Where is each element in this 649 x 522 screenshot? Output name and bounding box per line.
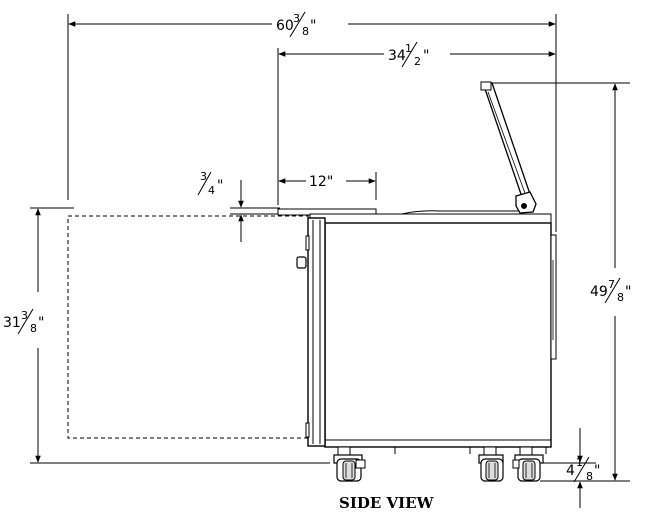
cabinet	[277, 208, 557, 454]
svg-text:1: 1	[405, 42, 412, 55]
dim-caster-height: 4 1 8 "	[566, 456, 600, 483]
svg-text:": "	[594, 463, 600, 479]
dim-door-swing: 31 3 8 "	[3, 308, 44, 335]
svg-text:49: 49	[590, 284, 608, 300]
dim-open-height: 49 7 8 "	[590, 277, 631, 304]
svg-text:8: 8	[302, 25, 309, 38]
cabinet-top	[309, 213, 552, 224]
svg-text:": "	[38, 315, 44, 331]
rear-panel	[550, 234, 557, 360]
caster-middle	[478, 446, 504, 482]
svg-text:3: 3	[200, 170, 207, 183]
dim-cutting-board: 12"	[309, 174, 333, 190]
view-title: SIDE VIEW	[339, 494, 435, 512]
dim-board-thickness: 3 4 "	[197, 170, 223, 197]
svg-text:34: 34	[388, 48, 406, 64]
svg-text:": "	[625, 284, 631, 300]
open-lid	[480, 81, 537, 214]
dimension-lines	[35, 21, 618, 508]
svg-text:3: 3	[293, 12, 300, 25]
caster-rear	[512, 446, 544, 482]
door-swing-outline	[67, 215, 309, 439]
svg-text:3: 3	[21, 309, 28, 322]
svg-text:": "	[217, 178, 223, 194]
svg-text:4: 4	[208, 184, 215, 197]
door	[307, 217, 326, 447]
casters	[333, 446, 544, 482]
svg-text:2: 2	[414, 55, 421, 68]
svg-text:60: 60	[276, 18, 294, 34]
svg-text:4: 4	[566, 463, 575, 479]
svg-text:8: 8	[30, 322, 37, 335]
dim-lid-depth: 34 1 2 "	[388, 41, 429, 68]
dim-overall-depth: 60 3 8 "	[276, 11, 316, 38]
door-handle	[296, 256, 307, 269]
pan-rail	[401, 210, 520, 215]
extension-lines	[30, 14, 630, 482]
svg-text:31: 31	[3, 315, 21, 331]
svg-text:": "	[310, 18, 316, 34]
svg-text:8: 8	[617, 291, 624, 304]
lid-hinge	[515, 191, 537, 214]
svg-text:1: 1	[576, 456, 583, 469]
svg-text:": "	[423, 48, 429, 64]
caster-front	[333, 446, 366, 482]
svg-text:7: 7	[608, 278, 615, 291]
svg-text:8: 8	[586, 470, 593, 483]
cabinet-body	[324, 222, 552, 448]
